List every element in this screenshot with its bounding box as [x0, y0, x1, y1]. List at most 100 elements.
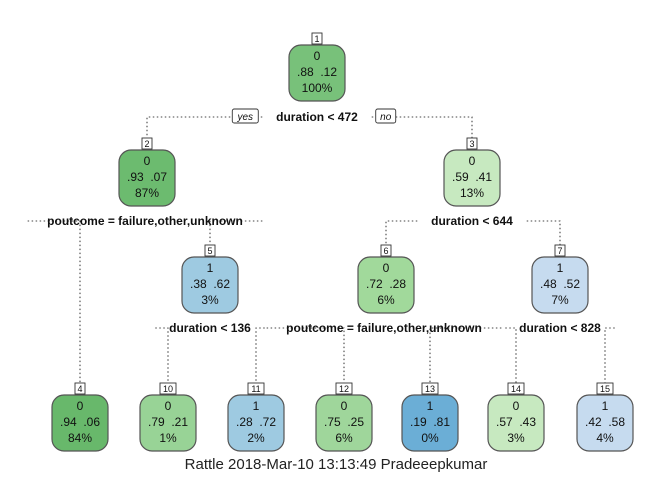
split-label-node-1: duration < 472 — [276, 110, 358, 124]
node-probs: .94 .06 — [60, 415, 100, 429]
tree-node-5: 5 1 .38 .62 3% — [181, 244, 239, 314]
svg-text:5: 5 — [207, 246, 212, 256]
node-class: 0 — [341, 399, 348, 413]
node-pct: 7% — [551, 293, 569, 307]
node-box — [139, 394, 197, 452]
tree-node-2: 2 0 .93 .07 87% — [118, 137, 176, 207]
node-class: 0 — [314, 49, 321, 63]
node-class: 1 — [557, 261, 564, 275]
node-id-tag: 4 — [74, 382, 86, 395]
node-id-tag: 11 — [247, 382, 265, 395]
tree-edge-yes — [266, 327, 345, 383]
svg-text:7: 7 — [557, 246, 562, 256]
node-class: 0 — [513, 399, 520, 413]
split-label-node-3: duration < 644 — [431, 214, 513, 228]
node-class: 0 — [77, 399, 84, 413]
node-class: 0 — [165, 399, 172, 413]
node-probs: .59 .41 — [452, 170, 492, 184]
svg-text:10: 10 — [163, 384, 173, 394]
tree-edge-no — [604, 327, 615, 383]
tree-edge-no — [255, 327, 265, 383]
node-probs: .93 .07 — [127, 170, 167, 184]
node-class: 1 — [253, 399, 260, 413]
node-pct: 87% — [135, 186, 159, 200]
node-pct: 0% — [421, 431, 439, 445]
node-pct: 3% — [507, 431, 525, 445]
node-id-tag: 6 — [380, 244, 392, 257]
node-probs: .19 .81 — [410, 415, 450, 429]
tree-edge-yes — [505, 327, 517, 383]
node-pct: 4% — [596, 431, 614, 445]
svg-text:no: no — [380, 112, 392, 123]
node-class: 0 — [144, 154, 151, 168]
node-box — [531, 256, 589, 314]
tree-edge-yes — [385, 220, 418, 245]
node-pct: 6% — [377, 293, 395, 307]
node-probs: .28 .72 — [236, 415, 276, 429]
node-box — [443, 149, 501, 207]
node-id-tag: 5 — [204, 244, 216, 257]
tree-node-1: 1 0 .88 .12 100% — [288, 32, 346, 102]
tree-node-7: 7 1 .48 .52 7% — [531, 244, 589, 314]
svg-text:12: 12 — [339, 384, 349, 394]
tree-edge-no — [429, 327, 502, 383]
no-tag: no — [375, 108, 397, 124]
node-box — [227, 394, 285, 452]
node-id-tag: 3 — [466, 137, 478, 150]
node-pct: 100% — [302, 81, 333, 95]
split-label-node-2: poutcome = failure,other,unknown — [47, 214, 243, 228]
node-probs: .48 .52 — [540, 277, 580, 291]
tree-node-4: 4 0 .94 .06 84% — [51, 382, 109, 452]
split-label-node-5: duration < 136 — [169, 321, 251, 335]
node-probs: .42 .58 — [585, 415, 625, 429]
node-box — [118, 149, 176, 207]
node-probs: .75 .25 — [324, 415, 364, 429]
node-probs: .79 .21 — [148, 415, 188, 429]
node-probs: .57 .43 — [496, 415, 536, 429]
svg-text:15: 15 — [600, 384, 610, 394]
node-class: 1 — [427, 399, 434, 413]
node-id-tag: 14 — [507, 382, 525, 395]
node-probs: .88 .12 — [297, 65, 337, 79]
node-probs: .38 .62 — [190, 277, 230, 291]
caption: Rattle 2018-Mar-10 13:13:49 Pradeeepkuma… — [184, 456, 488, 473]
tree-edge-no — [371, 116, 473, 138]
node-pct: 84% — [68, 431, 92, 445]
svg-text:2: 2 — [144, 139, 149, 149]
svg-text:3: 3 — [469, 139, 474, 149]
tree-node-13: 13 1 .19 .81 0% — [401, 382, 459, 452]
tree-node-6: 6 0 .72 .28 6% — [357, 244, 415, 314]
node-box — [401, 394, 459, 452]
tree-node-11: 111.28 .722% — [227, 382, 285, 452]
node-class: 0 — [469, 154, 476, 168]
split-label-node-6: poutcome = failure,other,unknown — [286, 321, 482, 335]
node-class: 0 — [383, 261, 390, 275]
node-pct: 6% — [335, 431, 353, 445]
svg-text:13: 13 — [425, 384, 435, 394]
svg-text:14: 14 — [511, 384, 521, 394]
node-class: 1 — [207, 261, 214, 275]
svg-text:yes: yes — [236, 112, 253, 123]
tree-node-15: 151.42 .584% — [576, 382, 634, 452]
svg-text:11: 11 — [251, 384, 260, 394]
node-box — [357, 256, 415, 314]
node-pct: 3% — [201, 293, 219, 307]
tree-node-12: 12 0 .75 .25 6% — [315, 382, 373, 452]
tree-node-14: 14 0 .57 .43 3% — [487, 382, 545, 452]
svg-text:1: 1 — [314, 34, 319, 44]
node-id-tag: 2 — [141, 137, 153, 150]
tree-node-3: 3 0 .59 .41 13% — [443, 137, 501, 207]
yes-tag: yes — [231, 108, 259, 124]
tree-edge-no — [526, 220, 561, 245]
node-pct: 13% — [460, 186, 484, 200]
node-box — [288, 44, 346, 102]
node-box — [315, 394, 373, 452]
node-probs: .72 .28 — [366, 277, 406, 291]
node-id-tag: 10 — [159, 382, 177, 395]
tree-node-10: 10 0 .79 .21 1% — [139, 382, 197, 452]
node-box — [51, 394, 109, 452]
node-pct: 1% — [159, 431, 177, 445]
svg-text:4: 4 — [77, 384, 82, 394]
node-id-tag: 13 — [421, 382, 439, 395]
